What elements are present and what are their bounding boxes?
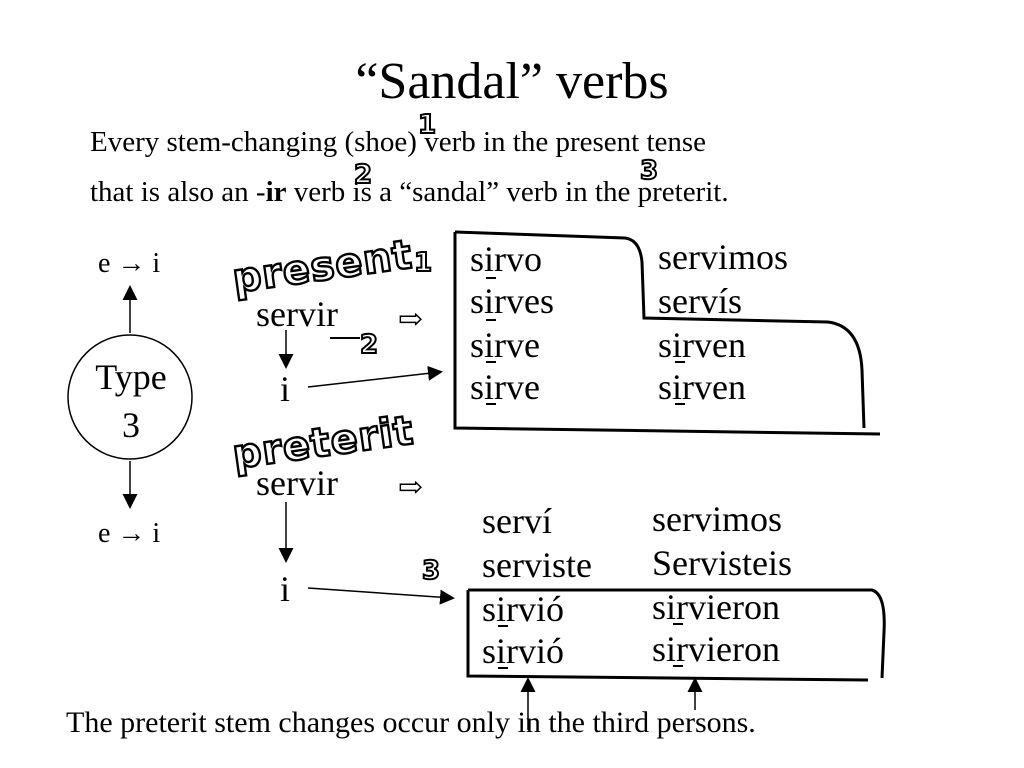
intro-line-2-a: that is also an - — [90, 176, 266, 208]
present-side-arrow — [307, 365, 443, 388]
marker-1-present: 1 — [413, 247, 433, 279]
preterit-stem-vowel: i — [280, 569, 291, 609]
marker-1-intro: 1 — [417, 109, 437, 141]
marker-3-preterit: 3 — [421, 555, 441, 587]
present-hollow-arrow-icon: ⇨ — [398, 303, 424, 336]
preterit-sandal-bottom — [466, 590, 869, 682]
type-circle — [67, 334, 193, 460]
preterit-sg-2: serviste — [482, 545, 592, 585]
present-pl-3b: sirven — [658, 367, 746, 407]
marker-2-intro: 2 — [353, 159, 373, 191]
present-stem-vowel: i — [280, 369, 291, 409]
marker-3-intro: 3 — [639, 155, 659, 187]
intro-line-2: that is also an -ir verb is a “sandal” v… — [90, 176, 729, 209]
type-number: 3 — [122, 405, 140, 445]
bottom-change-label: e → i — [98, 518, 161, 549]
footer-note: The preterit stem changes occur only in … — [66, 706, 756, 739]
present-infinitive: servir — [256, 293, 338, 335]
top-change-label: e → i — [98, 248, 161, 279]
present-pl-2: servís — [658, 281, 742, 321]
present-pl-3: sirven — [658, 325, 746, 365]
preterit-sg-3b: sirvió — [482, 631, 565, 671]
type-label: Type — [95, 357, 167, 397]
preterit-pl-1: servimos — [652, 499, 782, 539]
preterit-sg-3: sirvió — [482, 589, 565, 629]
present-infinitive-stem: serv — [256, 294, 316, 334]
present-shoe-left-bottom — [453, 232, 881, 436]
present-sg-2: sirves — [470, 281, 554, 321]
preterit-infinitive: servir — [256, 463, 338, 503]
preterit-pl-3: sirvieron — [652, 587, 780, 627]
preterit-side-arrow — [307, 587, 455, 605]
intro-line-1: Every stem-changing (shoe) verb in the p… — [90, 126, 707, 158]
preterit-pl-3b: sirvieron — [652, 629, 780, 669]
present-sg-1: sirvo — [470, 239, 542, 279]
intro-line-2-c: verb is a “sandal” verb in the preterit. — [286, 176, 729, 208]
slide-title: “Sandal” verbs — [355, 53, 669, 110]
present-shoe-outline — [454, 230, 866, 429]
preterit-sandal-top — [468, 588, 886, 679]
present-sg-3: sirve — [470, 325, 540, 365]
preterit-hollow-arrow-icon: ⇨ — [398, 471, 424, 504]
preterit-pl-2: Servisteis — [652, 543, 792, 583]
marker-2-present: 2 — [359, 329, 379, 361]
present-pl-1: servimos — [658, 237, 788, 277]
present-sg-3b: sirve — [470, 367, 540, 407]
present-infinitive-ending: ir — [315, 294, 338, 334]
intro-ir-bold: ir — [265, 176, 287, 208]
preterit-sg-1: serví — [482, 501, 552, 541]
